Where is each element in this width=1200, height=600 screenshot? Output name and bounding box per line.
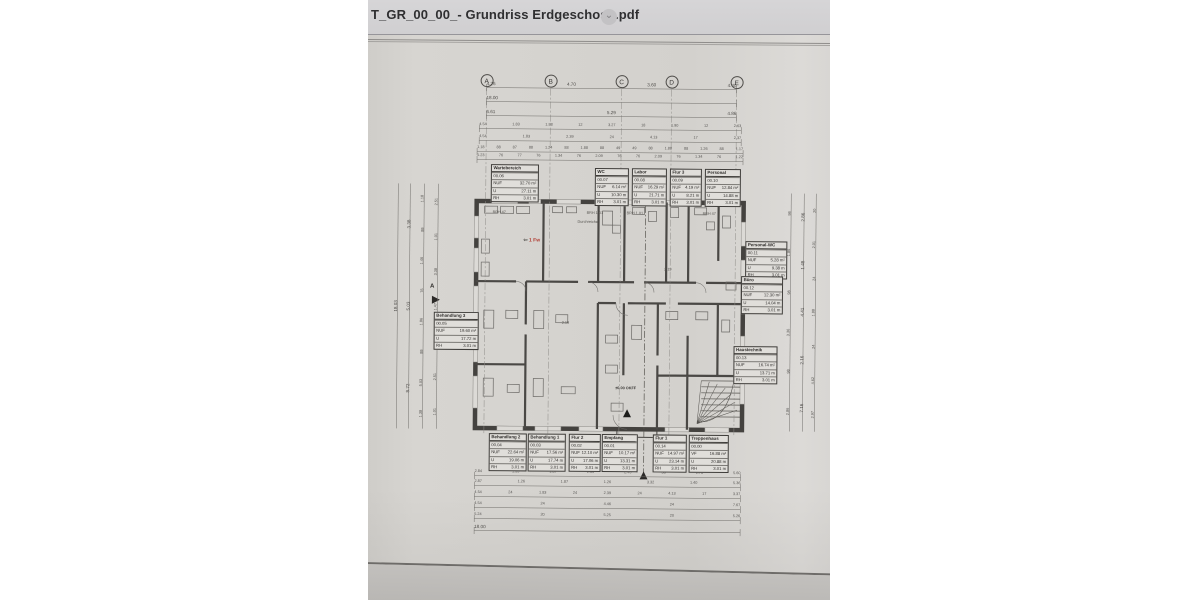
inner-walls xyxy=(475,201,744,430)
entrance-marker xyxy=(622,409,631,418)
plan-label: 2.19 xyxy=(664,267,672,272)
arrow-icon: ⇦ xyxy=(523,237,530,244)
plan-label: A xyxy=(429,283,435,290)
plan-label: BRH 1.01 xyxy=(586,210,604,216)
plan-label: BRH 1.01 xyxy=(626,211,644,216)
chevron-down-icon[interactable]: ⌄ xyxy=(601,9,617,25)
dimension-column: 2.511.013.381.471.762.511.01 xyxy=(433,197,439,415)
plan-label: BRH 47 xyxy=(702,211,716,216)
staircase xyxy=(696,380,741,425)
plan-label: BRH 47 xyxy=(492,210,506,215)
document-title: T_GR_00_00_- Grundriss Erdgeschoss.pdf xyxy=(371,7,640,22)
dimension-column: 18.03 xyxy=(393,300,399,312)
dimension-lines xyxy=(396,84,817,537)
plan-label: 2.19 xyxy=(561,320,570,325)
furniture xyxy=(480,205,737,412)
plan-label: ±0.00 OKFF xyxy=(615,386,637,391)
plan-label: Durchreiche xyxy=(577,219,599,224)
red-markup-annotation: ⇦ 1 Fw xyxy=(523,237,541,244)
door-arcs xyxy=(516,281,707,430)
title-bar: T_GR_00_00_- Grundriss Erdgeschoss.pdf ⌄ xyxy=(368,0,830,35)
